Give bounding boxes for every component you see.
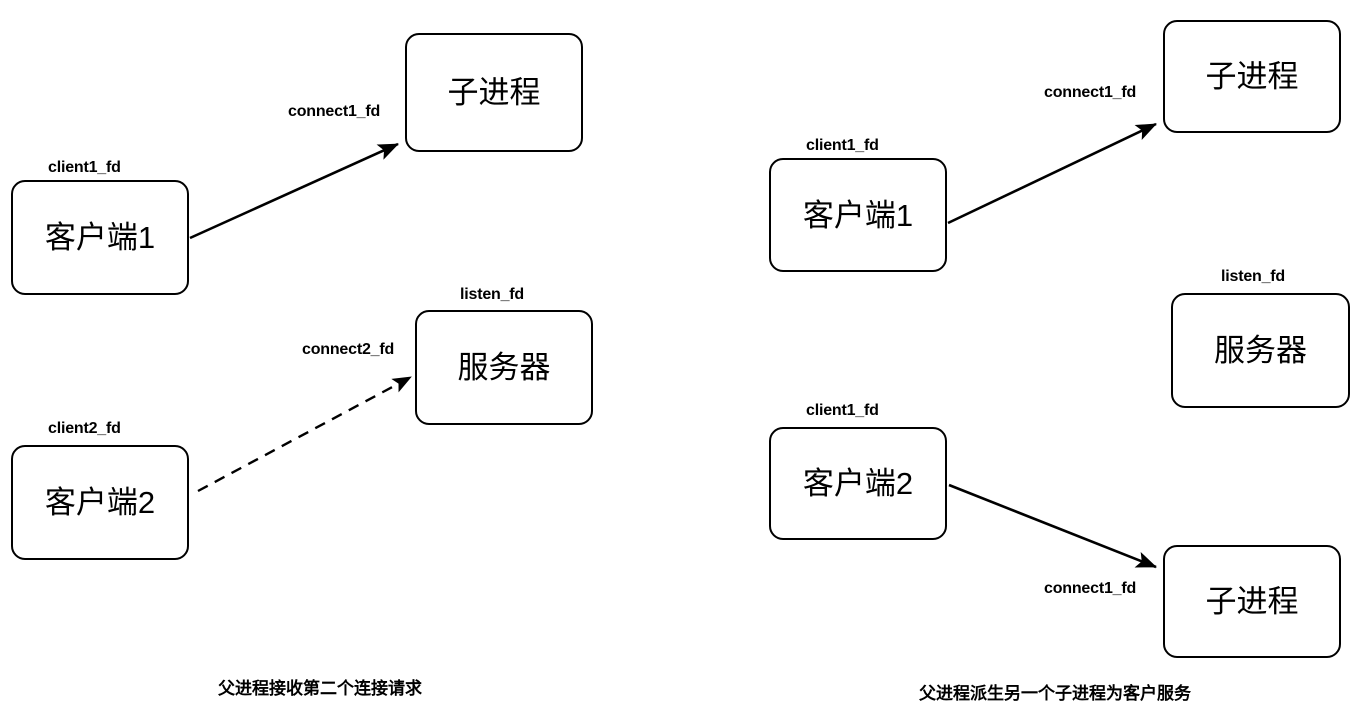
edge-label-left-connect2-fd: connect2_fd	[302, 341, 395, 358]
node-label: 客户端2	[44, 485, 156, 520]
node-left-server[interactable]: 服务器	[415, 310, 593, 425]
node-label: 子进程	[1205, 584, 1299, 619]
node-right-server[interactable]: 服务器	[1171, 293, 1350, 408]
node-label: 客户端2	[802, 466, 914, 501]
node-right-client1[interactable]: 客户端1	[769, 158, 947, 272]
edge-label-right-connect1-fd-top: connect1_fd	[1044, 84, 1137, 101]
node-label: 子进程	[1205, 59, 1299, 94]
node-right-client2[interactable]: 客户端2	[769, 427, 947, 540]
node-label: 客户端1	[802, 197, 914, 233]
node-label: 客户端1	[44, 220, 156, 255]
node-left-child-process[interactable]: 子进程	[405, 33, 583, 152]
node-right-child-process-2[interactable]: 子进程	[1163, 545, 1341, 658]
edge-label-right-connect1-fd-bottom: connect1_fd	[1044, 580, 1137, 597]
node-label: 子进程	[447, 75, 541, 110]
edge-label-left-connect1-fd: connect1_fd	[288, 103, 381, 120]
fd-label-left-listen-fd: listen_fd	[460, 286, 524, 303]
node-right-child-process-1[interactable]: 子进程	[1163, 20, 1341, 133]
node-label: 服务器	[457, 350, 551, 385]
fd-label-left-client1-fd: client1_fd	[48, 159, 121, 176]
edge-left-client2-to-server	[197, 375, 412, 493]
node-left-client2[interactable]: 客户端2	[11, 445, 189, 560]
node-left-client1[interactable]: 客户端1	[11, 180, 189, 295]
edge-right-client2-to-child2	[948, 483, 1157, 569]
caption-left-panel: 父进程接收第二个连接请求	[218, 679, 422, 698]
fd-label-left-client2-fd: client2_fd	[48, 420, 121, 437]
fd-label-right-client1-fd: client1_fd	[806, 137, 879, 154]
fd-label-right-client2-fd: client1_fd	[806, 402, 879, 419]
node-label: 服务器	[1214, 333, 1307, 368]
fd-label-right-listen-fd: listen_fd	[1221, 268, 1285, 285]
edge-left-client1-to-child	[189, 142, 399, 240]
caption-right-panel: 父进程派生另一个子进程为客户服务	[919, 684, 1191, 703]
edge-right-client1-to-child1	[947, 122, 1157, 225]
